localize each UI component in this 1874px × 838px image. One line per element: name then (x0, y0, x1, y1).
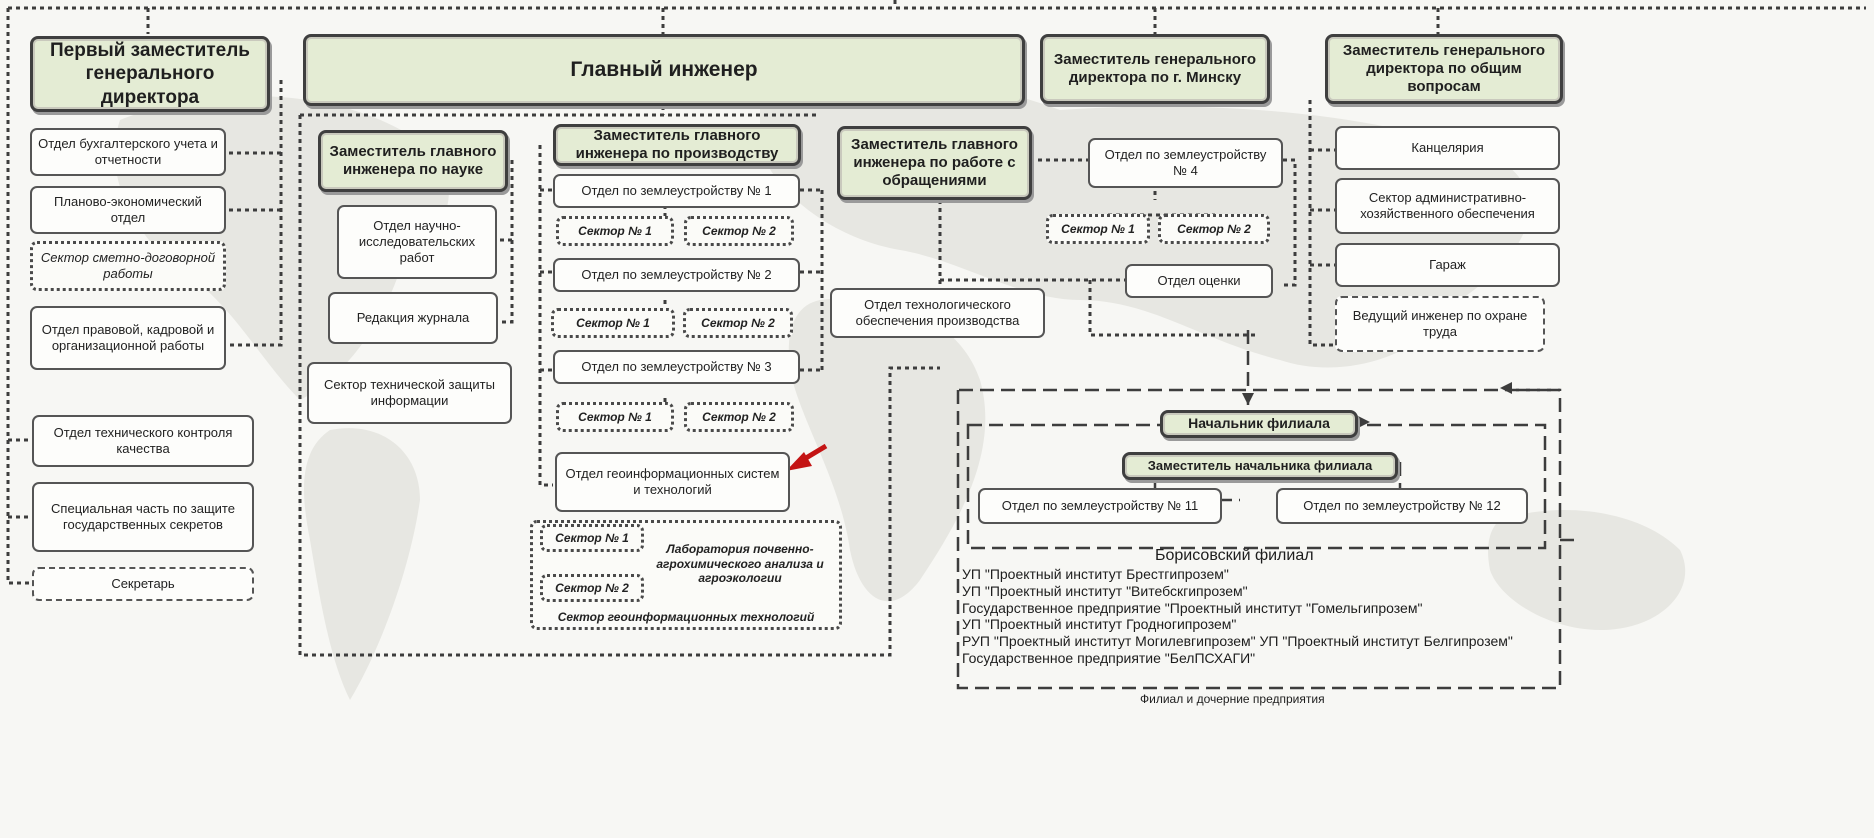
planning-dept: Планово-экономический отдел (30, 186, 226, 234)
dept-land-4: Отдел по землеустройству № 4 (1088, 138, 1283, 188)
deputy-minsk-header: Заместитель генерального директора по г.… (1040, 34, 1270, 104)
lab-sector-2: Сектор № 2 (540, 574, 644, 602)
dept-land-2: Отдел по землеустройству № 2 (553, 258, 800, 292)
tech-support-dept: Отдел технологического обеспечения произ… (830, 288, 1045, 338)
branch-name: Борисовский филиал (1155, 547, 1314, 564)
geo-tech-sector: Сектор геоинформационных технологий (557, 609, 815, 624)
dept-land-12: Отдел по землеустройству № 12 (1276, 488, 1528, 524)
accounting-dept: Отдел бухгалтерского учета и отчетности (30, 128, 226, 176)
geo-dept: Отдел геоинформационных систем и техноло… (555, 452, 790, 512)
prod-sector-1-a: Сектор № 1 (556, 216, 674, 246)
deputy-science-header: Заместитель главного инженера по науке (318, 130, 508, 192)
dept-land-1: Отдел по землеустройству № 1 (553, 174, 800, 208)
soil-lab: Лаборатория почвенно-агрохимического ана… (656, 542, 824, 586)
deputy-production-header: Заместитель главного инженера по произво… (553, 124, 801, 166)
garage: Гараж (1335, 243, 1560, 287)
research-dept: Отдел научно-исследовательских работ (337, 205, 497, 279)
quality-dept: Отдел технического контроля качества (32, 415, 254, 467)
admin-sector: Сектор административно-хозяйственного об… (1335, 178, 1560, 234)
first-deputy-header: Первый заместитель генерального директор… (30, 36, 270, 112)
legal-dept: Отдел правовой, кадровой и организационн… (30, 306, 226, 370)
minsk-sector-1: Сектор № 1 (1046, 214, 1150, 244)
dept-land-3: Отдел по землеустройству № 3 (553, 350, 800, 384)
subsidiary-item: Государственное предприятие "Проектный и… (962, 599, 1423, 616)
estimate-sector: Сектор сметно-договорной работы (30, 241, 226, 291)
prod-sector-2-c: Сектор № 2 (684, 402, 794, 432)
secret-dept: Специальная часть по защите государствен… (32, 482, 254, 552)
subsidiary-item: УП "Проектный институт Гродногипрозем" (962, 616, 1237, 633)
journal-editorial: Редакция журнала (328, 292, 498, 344)
subsidiary-item: УП "Проектный институт Брестгипрозем" (962, 566, 1229, 582)
dept-land-11: Отдел по землеустройству № 11 (978, 488, 1222, 524)
branch-caption: Филиал и дочерние предприятия (1140, 692, 1325, 706)
secretary: Секретарь (32, 567, 254, 601)
minsk-sector-2: Сектор № 2 (1158, 214, 1270, 244)
deputy-general-header: Заместитель генерального директора по об… (1325, 34, 1563, 104)
subsidiary-item: УП "Проектный институт "Витебскгипрозем" (962, 582, 1248, 599)
subsidiaries-list: УП "Проектный институт Брестгипрозем"УП … (962, 566, 1532, 667)
prod-sector-2-a: Сектор № 2 (684, 216, 794, 246)
valuation-dept: Отдел оценки (1125, 264, 1273, 298)
prod-sector-2-b: Сектор № 2 (683, 308, 793, 338)
branch-head-header: Начальник филиала (1160, 410, 1358, 438)
chief-engineer-header: Главный инженер (303, 34, 1025, 106)
deputy-appeals-header: Заместитель главного инженера по работе … (837, 126, 1032, 200)
prod-sector-1-c: Сектор № 1 (556, 402, 674, 432)
subsidiary-item: РУП "Проектный институт Могилевгипрозем"… (962, 633, 1513, 650)
subsidiary-item: Государственное предприятие "БелПСХАГИ" (962, 649, 1256, 666)
prod-sector-1-b: Сектор № 1 (551, 308, 675, 338)
branch-deputy-header: Заместитель начальника филиала (1122, 452, 1398, 480)
chancellery: Канцелярия (1335, 126, 1560, 170)
safety-engineer: Ведущий инженер по охране труда (1335, 296, 1545, 352)
info-protection-sector: Сектор технической защиты информации (307, 362, 512, 424)
lab-sector-1: Сектор № 1 (540, 524, 644, 552)
